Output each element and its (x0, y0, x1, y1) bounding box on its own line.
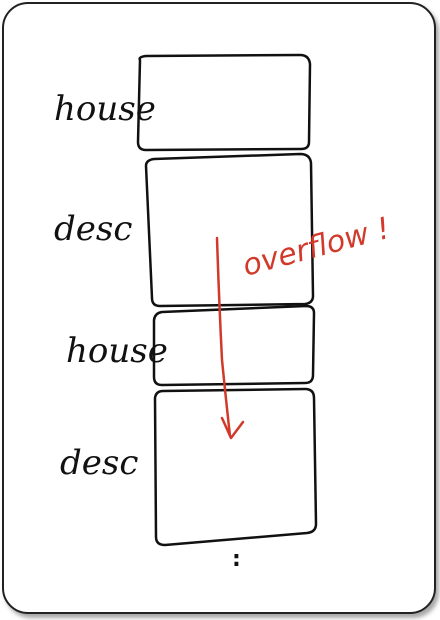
row-label-desc-2: desc (60, 443, 138, 483)
row-label-house-2: house (66, 331, 168, 371)
row-label-house-1: house (54, 89, 156, 129)
house-box-2 (152, 304, 316, 387)
overflow-arrow (215, 236, 232, 438)
overflow-annotation: overflow ! (239, 211, 394, 284)
house-box-1 (136, 53, 312, 152)
overflow-arrowhead (220, 416, 245, 440)
desc-box-2 (153, 387, 318, 547)
desc-box-1 (144, 152, 315, 308)
row-label-desc-1: desc (54, 209, 132, 249)
continuation-mark: : (232, 547, 241, 572)
